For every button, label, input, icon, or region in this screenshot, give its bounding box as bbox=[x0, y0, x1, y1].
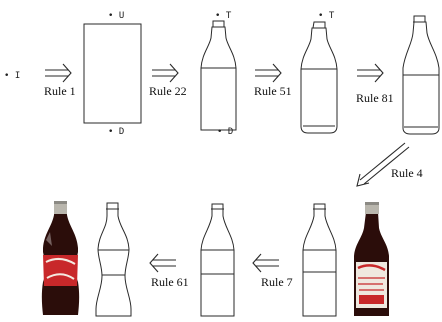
up-marker: • U bbox=[108, 11, 124, 21]
top-marker-1: • T bbox=[215, 11, 232, 21]
arrow-rule-4 bbox=[356, 142, 410, 187]
label-rule-1: Rule 1 bbox=[44, 84, 76, 98]
label-rule-51: Rule 51 bbox=[254, 84, 292, 98]
top-marker-2: • T bbox=[318, 11, 335, 21]
label-rule-61: Rule 61 bbox=[151, 275, 189, 289]
arrow-rule-1 bbox=[45, 63, 72, 83]
arrow-rule-7 bbox=[252, 253, 279, 273]
arrow-rule-22 bbox=[152, 63, 179, 83]
contour-bottle-outline-left bbox=[95, 202, 132, 317]
down-marker-2: • D bbox=[217, 127, 233, 137]
rectangle-shape bbox=[83, 23, 142, 124]
label-rule-7: Rule 7 bbox=[261, 275, 293, 289]
arrow-rule-61 bbox=[149, 253, 176, 273]
down-marker: • D bbox=[108, 127, 124, 137]
initial-marker: • I bbox=[4, 71, 20, 81]
arrow-rule-51 bbox=[255, 63, 282, 83]
label-rule-81: Rule 81 bbox=[356, 91, 394, 105]
label-rule-22: Rule 22 bbox=[149, 84, 187, 98]
bottle-outline-3 bbox=[402, 15, 440, 135]
arrow-rule-81 bbox=[357, 63, 384, 83]
bottle-outline-4 bbox=[200, 203, 235, 317]
coca-cola-bottle-photo bbox=[41, 201, 80, 315]
label-rule-4: Rule 4 bbox=[391, 166, 423, 180]
bottle-outline-2 bbox=[300, 21, 338, 134]
bottle-outline-5 bbox=[302, 203, 337, 317]
anniversary-bottle-photo bbox=[354, 202, 389, 316]
bottle-outline-1 bbox=[200, 20, 237, 131]
